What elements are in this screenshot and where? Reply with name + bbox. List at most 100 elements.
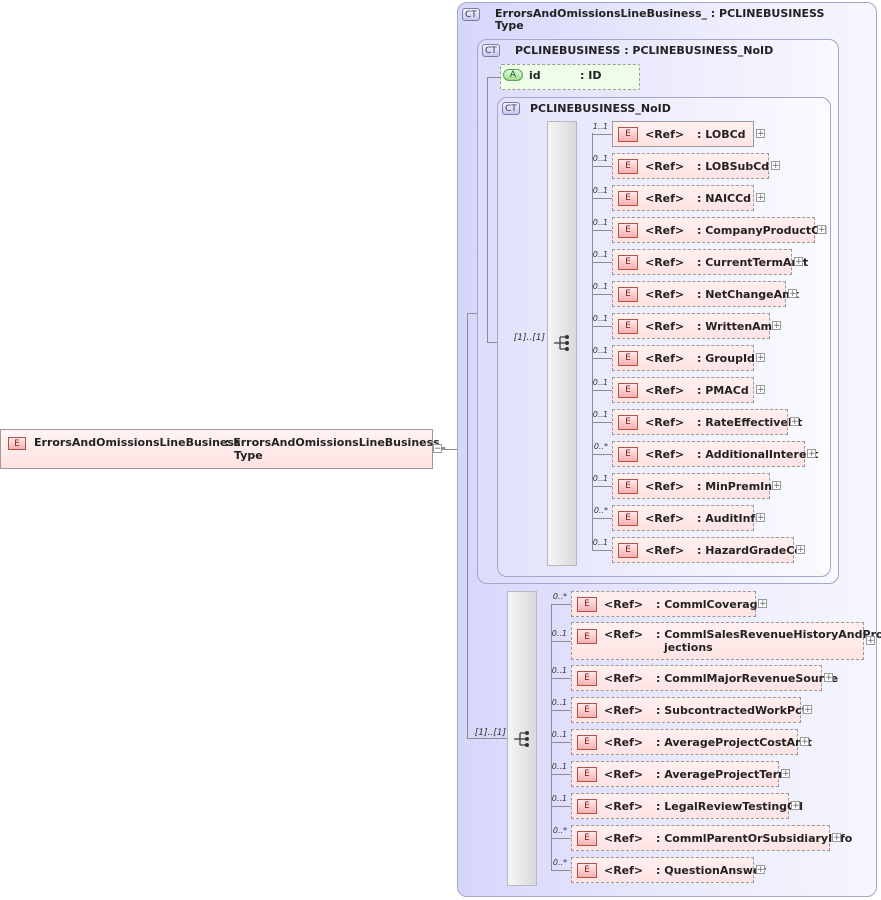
element-box[interactable]: E<Ref>: AuditInfo <box>612 505 763 531</box>
expand-toggle-icon[interactable]: + <box>866 636 875 646</box>
element-box[interactable]: E<Ref>: HazardGradeCd <box>612 537 802 563</box>
element-box[interactable]: E<Ref>: AdditionalInterest <box>612 441 818 467</box>
element-badge-icon: E <box>577 670 597 686</box>
connector <box>592 262 612 263</box>
element-ref-label: <Ref> <box>645 543 685 557</box>
attribute-type: : ID <box>580 69 602 82</box>
element-badge-icon: E <box>618 126 638 142</box>
element-name: : AuditInfo <box>697 511 763 525</box>
expand-toggle-icon[interactable]: + <box>788 289 797 299</box>
expand-toggle-icon[interactable]: + <box>781 769 790 779</box>
connector <box>442 449 468 450</box>
element-box[interactable]: E<Ref>: CompanyProductCd <box>612 217 827 243</box>
expand-toggle-icon[interactable]: + <box>803 705 812 715</box>
root-element[interactable]: E ErrorsAndOmissionsLineBusiness : Error… <box>0 429 445 469</box>
element-name: : PMACd <box>697 383 749 397</box>
element-box[interactable]: E<Ref>: MinPremInd <box>612 473 780 499</box>
expand-toggle-icon[interactable]: + <box>824 673 833 683</box>
connector <box>592 294 612 295</box>
element-badge-icon: E <box>577 596 597 612</box>
pcline-type-title: PCLINEBUSINESS : PCLINEBUSINESS_NoID <box>515 44 774 57</box>
element-cardinality: 0..1 <box>592 346 608 355</box>
connector <box>467 313 468 739</box>
element-name: : CompanyProductCd <box>697 223 828 237</box>
expand-toggle-icon[interactable]: + <box>772 481 781 491</box>
element-box[interactable]: E<Ref>: CommlMajorRevenueSource <box>571 665 838 691</box>
element-badge-icon: E <box>618 286 638 302</box>
connector <box>551 641 571 642</box>
connector <box>551 710 571 711</box>
sequence-icon <box>513 730 531 748</box>
collapse-toggle-icon[interactable]: − <box>433 444 442 454</box>
element-box[interactable]: E<Ref>: GroupId <box>612 345 755 371</box>
element-box[interactable]: E<Ref>: NAICCd <box>612 185 754 211</box>
expand-toggle-icon[interactable]: + <box>807 449 816 459</box>
connector <box>592 358 612 359</box>
element-cardinality: 0..* <box>552 592 567 601</box>
element-box[interactable]: E<Ref>: CurrentTermAmt <box>612 249 808 275</box>
element-box[interactable]: E<Ref>: NetChangeAmt <box>612 281 799 307</box>
element-box[interactable]: E<Ref>: QuestionAnswer <box>571 857 766 883</box>
expand-toggle-icon[interactable]: + <box>756 865 765 875</box>
connector <box>592 390 612 391</box>
element-box[interactable]: E<Ref>: CommlCoverage <box>571 591 765 617</box>
element-name: : WrittenAmt <box>697 319 778 333</box>
element-name: : NAICCd <box>697 191 752 205</box>
element-name: : CommlParentOrSubsidiaryInfo <box>656 831 853 845</box>
element-ref-label: <Ref> <box>645 223 685 237</box>
element-cardinality: 0..1 <box>592 282 608 291</box>
expand-toggle-icon[interactable]: + <box>756 193 765 203</box>
expand-toggle-icon[interactable]: + <box>832 833 841 843</box>
root-element-name: ErrorsAndOmissionsLineBusiness <box>34 436 241 449</box>
element-cardinality: 0..1 <box>592 378 608 387</box>
expand-toggle-icon[interactable]: + <box>817 225 826 235</box>
element-ref-label: <Ref> <box>645 319 685 333</box>
element-badge-icon: E <box>577 798 597 814</box>
element-box[interactable]: E<Ref>: CommlParentOrSubsidiaryInfo <box>571 825 852 851</box>
expand-toggle-icon[interactable]: + <box>800 737 809 747</box>
expand-toggle-icon[interactable]: + <box>756 385 765 395</box>
element-badge-icon: E <box>618 414 638 430</box>
connector <box>551 870 571 871</box>
element-cardinality: 0..1 <box>551 629 567 638</box>
expand-toggle-icon[interactable]: + <box>791 801 800 811</box>
element-ref-label: <Ref> <box>604 735 644 749</box>
expand-toggle-icon[interactable]: + <box>796 545 805 555</box>
element-name: : LOBSubCd <box>697 159 770 173</box>
element-ref-label: <Ref> <box>645 383 685 397</box>
element-ref-label: <Ref> <box>645 255 685 269</box>
expand-toggle-icon[interactable]: + <box>756 129 765 139</box>
element-cardinality: 0..1 <box>551 730 567 739</box>
element-box[interactable]: E <Ref> : WrittenAmt <box>612 313 777 339</box>
expand-toggle-icon[interactable]: + <box>756 513 765 523</box>
connector <box>551 806 571 807</box>
expand-toggle-icon[interactable]: + <box>772 321 781 331</box>
expand-toggle-icon[interactable]: + <box>790 417 799 427</box>
element-badge-icon: E <box>618 318 638 334</box>
connector <box>592 550 612 551</box>
element-box[interactable]: E<Ref>: SubcontractedWorkPct <box>571 697 807 723</box>
element-box[interactable]: E<Ref>: LegalReviewTestingCd <box>571 793 803 819</box>
expand-toggle-icon[interactable]: + <box>771 161 780 171</box>
expand-toggle-icon[interactable]: + <box>758 599 767 609</box>
outer-type-title-cont: Type <box>495 19 524 32</box>
noid-type-title: PCLINEBUSINESS_NoID <box>530 102 671 115</box>
element-box[interactable]: E<Ref>: RateEffectiveDt <box>612 409 802 435</box>
element-box[interactable]: E<Ref>: LOBSubCd <box>612 153 769 179</box>
element-name: : HazardGradeCd <box>697 543 803 557</box>
expand-toggle-icon[interactable]: + <box>756 353 765 363</box>
element-badge-icon: E <box>577 830 597 846</box>
element-cardinality: 0..1 <box>592 186 608 195</box>
element-box[interactable]: E<Ref>: AverageProjectTerm <box>571 761 790 787</box>
element-box[interactable]: E<Ref>: PMACd <box>612 377 754 403</box>
expand-toggle-icon[interactable]: + <box>794 257 803 267</box>
attribute-id[interactable] <box>500 64 640 90</box>
element-name: : AdditionalInterest <box>697 447 819 461</box>
element-name: : NetChangeAmt <box>697 287 799 301</box>
element-box[interactable]: E<Ref>: AverageProjectCostAmt <box>571 729 812 755</box>
element-badge-icon: E <box>618 190 638 206</box>
element-badge-icon: E <box>577 702 597 718</box>
element-box[interactable]: E<Ref>: LOBCd <box>612 121 754 147</box>
element-badge-icon: E <box>618 158 638 174</box>
